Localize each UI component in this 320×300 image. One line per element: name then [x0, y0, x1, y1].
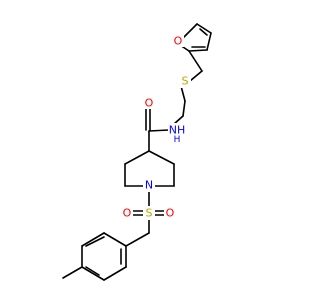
pip-bond-1	[124, 150, 150, 165]
ethyl-bond	[182, 100, 186, 117]
pip-bond-6	[148, 150, 175, 165]
furan-ch2-bond	[188, 50, 203, 72]
benz-bond-5	[81, 232, 105, 247]
furan-bond-2	[196, 23, 212, 34]
s-sulfonyl-bg	[143, 206, 155, 220]
n-amide-bg	[168, 123, 186, 137]
atom-s-sulfonyl: S	[146, 207, 153, 220]
benz-bond-2	[103, 266, 127, 281]
o-carbonyl-bg	[143, 96, 155, 109]
ethyl-n-bond	[173, 115, 184, 125]
atom-o-furan: O	[174, 35, 183, 48]
furan-bond-3	[206, 32, 212, 51]
atom-o-sulfonyl-right: O	[166, 207, 175, 220]
furan-bond-4	[188, 49, 208, 52]
methyl-bond	[62, 266, 83, 279]
atom-o-carbonyl: O	[145, 97, 154, 110]
atom-labels-layer: O S NH H O N S O O	[121, 34, 191, 220]
s-thio-bg	[179, 74, 191, 88]
atom-h-amide: H	[174, 135, 181, 145]
n-piperidine-bg	[143, 178, 155, 192]
o-sulfonyl-left-bg	[121, 206, 133, 220]
o-sulfonyl-right-bg	[164, 206, 176, 220]
benz-bond-6	[103, 232, 127, 247]
h-amide-bg	[172, 135, 182, 145]
bonds-layer	[62, 23, 212, 281]
atom-n-piperidine: N	[145, 179, 153, 192]
furan-bond-1	[182, 23, 198, 39]
benz-double-2	[85, 266, 100, 276]
s-ch2-bond	[180, 85, 186, 102]
atom-s-thioether: S	[182, 75, 189, 88]
atom-o-sulfonyl-left: O	[123, 207, 132, 220]
n-carbonyl-bond	[148, 129, 170, 132]
molecule-structure-diagram: O S NH H O N S O O	[62, 23, 212, 281]
furan-double-bond-inner-a	[199, 28, 208, 36]
ch2-s-bond	[189, 70, 203, 82]
benz-bond-3	[81, 266, 105, 281]
atom-n-amide: NH	[169, 124, 186, 137]
o-furan-bg	[172, 34, 184, 47]
ch2-ring-bond	[125, 232, 150, 247]
benz-double-3	[85, 236, 105, 247]
